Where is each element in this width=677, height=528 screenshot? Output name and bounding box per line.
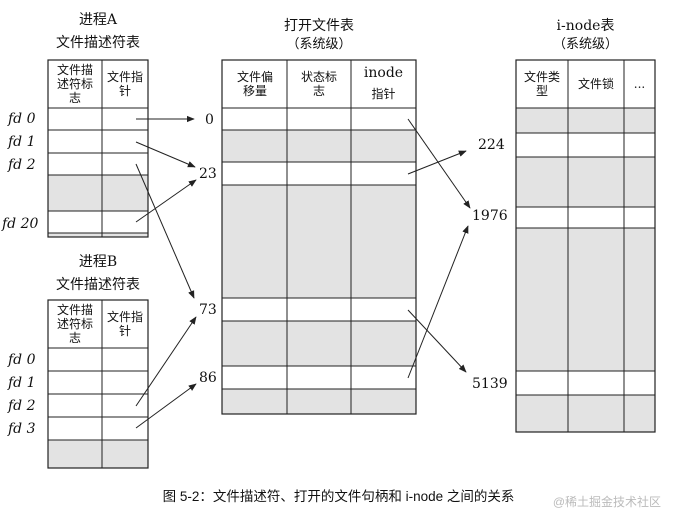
process-a-fd20: fd 20 xyxy=(2,216,39,232)
arrows-a-to-open-files xyxy=(135,115,197,299)
process-a-table-title: 文件描述符表 xyxy=(56,35,140,51)
arrow-b-fd2-to-73 xyxy=(135,316,197,407)
process-b-col-flags-header: 文件描述符标志 xyxy=(56,303,93,345)
inode-col-lock-header: 文件锁 xyxy=(577,77,614,91)
process-a-fd1: fd 1 xyxy=(8,134,36,150)
inode-table-subtitle: （系统级） xyxy=(552,37,618,52)
arrow-0-to-1976 xyxy=(407,118,471,209)
arrows-open-files-to-inodes xyxy=(407,118,471,379)
open-file-row-0: 0 xyxy=(205,112,214,128)
process-a-col-pointer-header: 文件指针 xyxy=(106,70,143,98)
open-file-col-inode-header: inode xyxy=(363,65,404,81)
arrows-b-to-open-files xyxy=(135,316,197,429)
inode-col-type-header: 文件类型 xyxy=(523,70,560,98)
arrow-a-fd1-to-23 xyxy=(135,141,196,168)
process-b-col-pointer-header: 文件指针 xyxy=(106,310,143,338)
arrow-23-to-224 xyxy=(407,150,467,175)
open-file-table xyxy=(221,59,417,415)
inode-row-1976: 1976 xyxy=(472,208,508,224)
process-b-fd1: fd 1 xyxy=(8,375,36,391)
arrow-b-fd3-to-86 xyxy=(135,383,197,429)
inode-col-more-header: ... xyxy=(633,77,646,91)
process-b-title: 进程B xyxy=(78,254,118,270)
process-a-fd-table xyxy=(47,59,149,238)
process-b-table-title: 文件描述符表 xyxy=(56,277,140,293)
open-file-table-title: 打开文件表 xyxy=(284,18,354,34)
arrow-a-fd2-to-73 xyxy=(135,163,195,299)
arrow-73-to-5139 xyxy=(407,309,467,373)
open-file-col-offset-header: 文件偏移量 xyxy=(236,70,273,98)
arrow-86-to-1976 xyxy=(407,225,469,379)
process-a-fd2: fd 2 xyxy=(8,157,36,173)
process-b-fd-table xyxy=(47,299,149,469)
process-b-fd0: fd 0 xyxy=(8,352,36,368)
arrow-a-fd20-to-23 xyxy=(135,179,197,223)
inode-row-224: 224 xyxy=(478,137,505,153)
open-file-row-23: 23 xyxy=(199,166,217,182)
inode-row-5139: 5139 xyxy=(472,376,508,392)
process-a-fd0: fd 0 xyxy=(8,111,36,127)
process-b-fd2: fd 2 xyxy=(8,398,36,414)
process-b-fd3: fd 3 xyxy=(8,421,36,437)
inode-table-title: i-node表 xyxy=(556,18,615,34)
process-a-col-flags-header: 文件描述符标志 xyxy=(56,63,93,105)
open-file-col-pointer-header: 指针 xyxy=(371,87,396,101)
open-file-col-status-header: 状态标志 xyxy=(300,70,337,98)
process-a-title: 进程A xyxy=(78,12,118,28)
watermark: @稀土掘金技术社区 xyxy=(552,495,661,509)
inode-table xyxy=(515,59,656,433)
open-file-row-86: 86 xyxy=(199,370,217,386)
open-file-row-73: 73 xyxy=(199,302,217,318)
open-file-table-subtitle: （系统级） xyxy=(286,37,352,52)
figure-caption: 图 5-2：文件描述符、打开的文件句柄和 i-node 之间的关系 xyxy=(162,489,515,504)
